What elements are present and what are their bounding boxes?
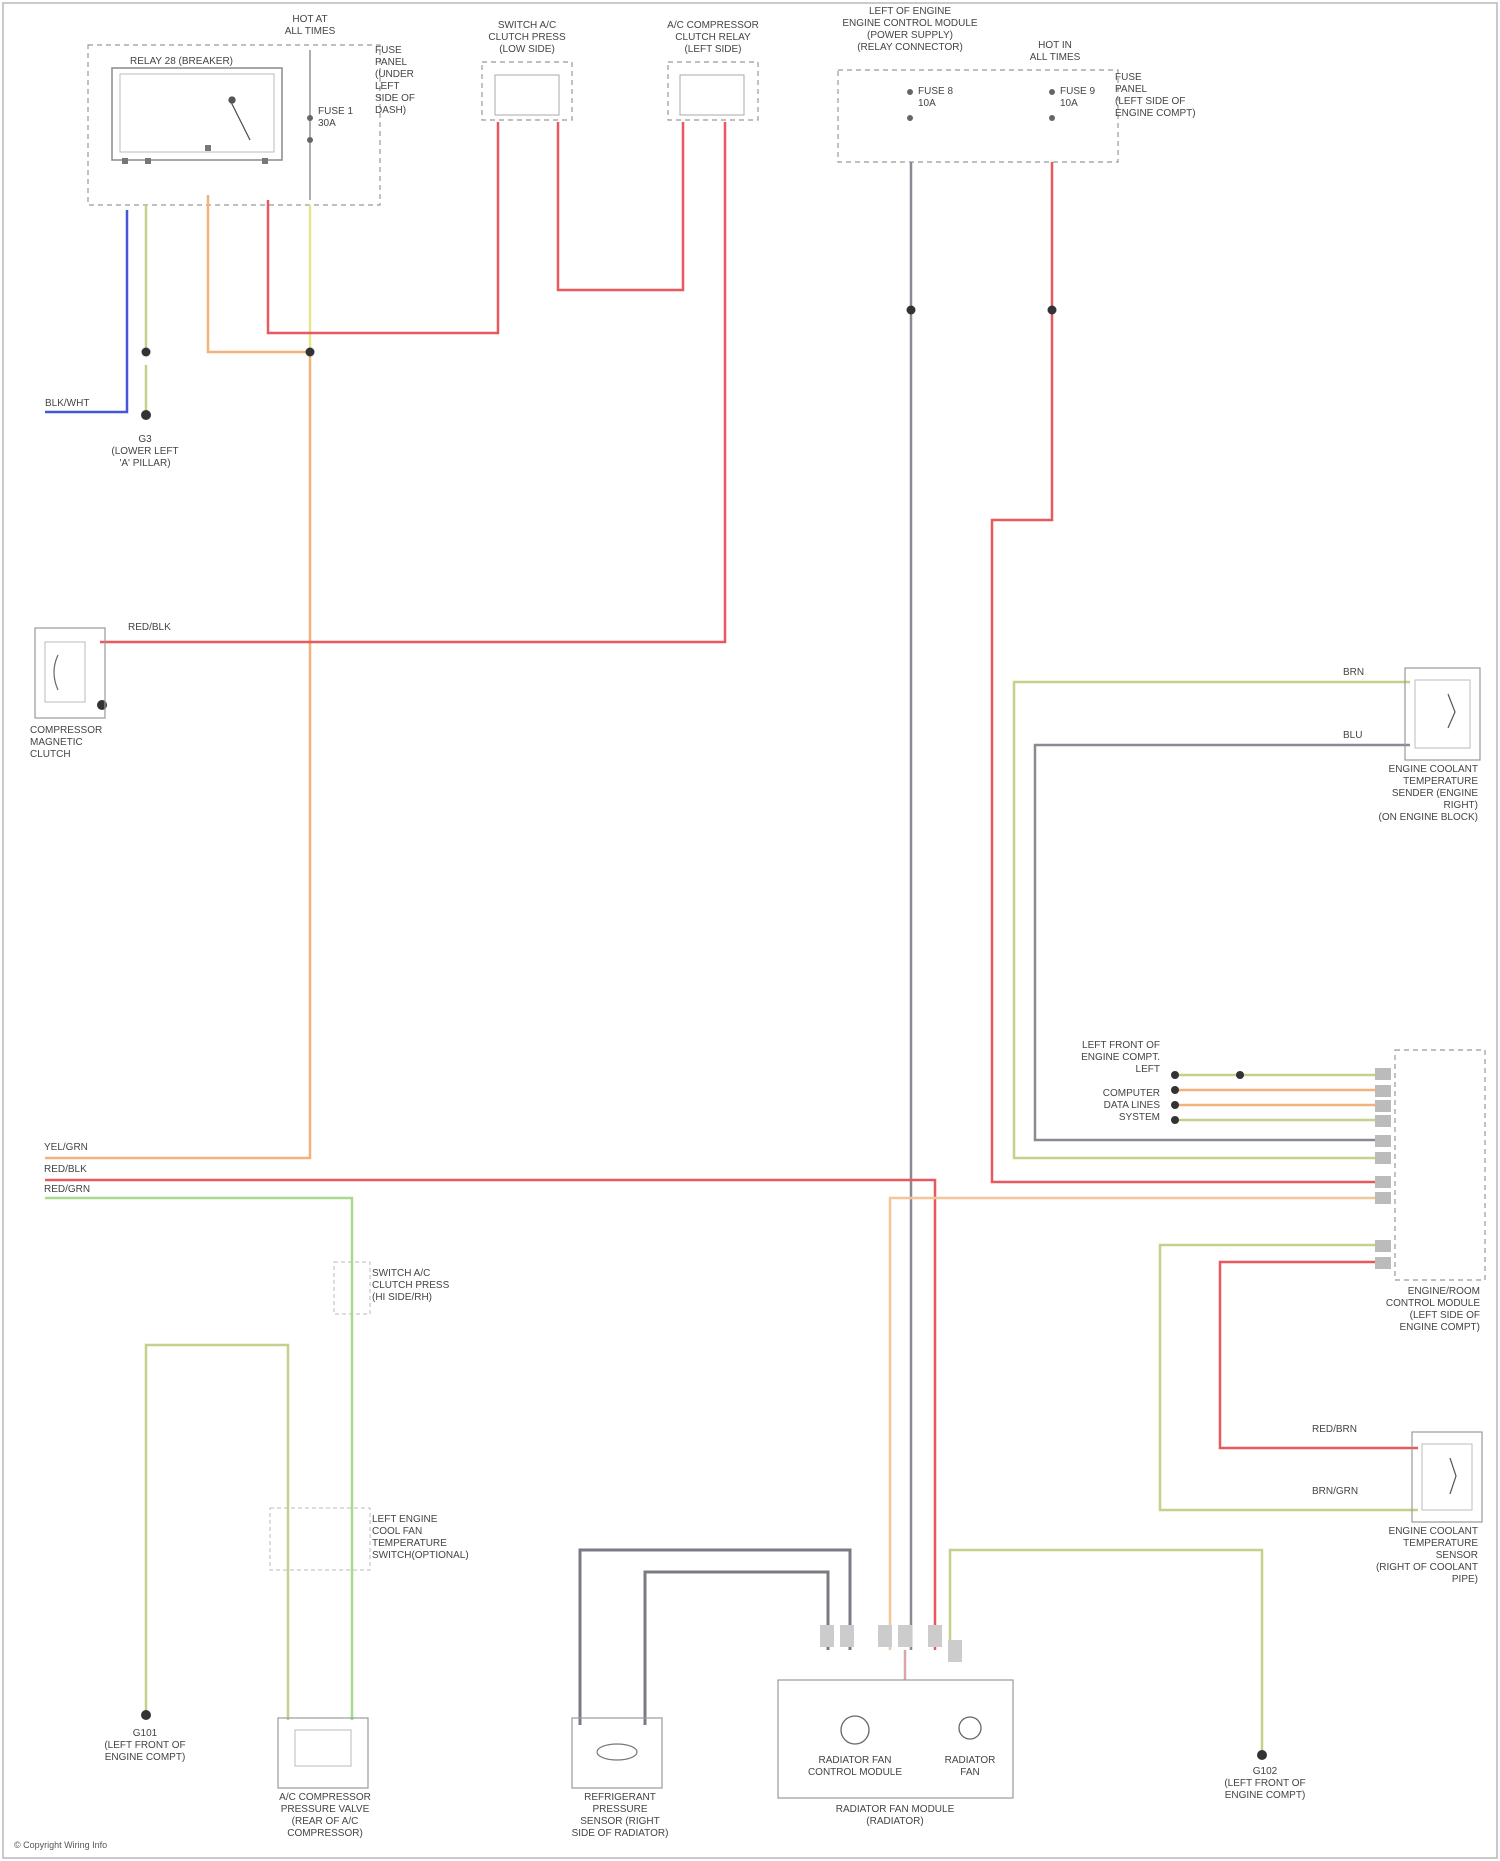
- coolant-low-wire-a: RED/BRN: [1312, 1424, 1357, 1436]
- coolant-top-title: ENGINE COOLANT TEMPERATURE SENDER (ENGIN…: [1300, 764, 1478, 824]
- ground-g101-title: G101 (LEFT FRONT OF ENGINE COMPT): [80, 1728, 210, 1764]
- ecm-title: ENGINE/ROOM CONTROL MODULE (LEFT SIDE OF…: [1330, 1286, 1480, 1334]
- ac-valve-title: A/C COMPRESSOR PRESSURE VALVE (REAR OF A…: [250, 1792, 400, 1840]
- wire-green-left: [45, 1198, 352, 1720]
- coolant-low-wire-b: BRN/GRN: [1312, 1486, 1358, 1498]
- coolant-low-title: ENGINE COOLANT TEMPERATURE SENSOR (RIGHT…: [1330, 1526, 1478, 1586]
- fan-symbol: [959, 1717, 981, 1739]
- ecm-pins: [1375, 1068, 1391, 1269]
- ac-valve-body: [278, 1718, 368, 1788]
- wire-ecm-inputs: [1175, 1075, 1375, 1120]
- relay-box: [112, 68, 282, 160]
- coolant-top-wire-b: BLU: [1343, 730, 1362, 742]
- coolant-sensor-top-body: [1405, 668, 1480, 760]
- left-wire-1: YEL/GRN: [44, 1142, 88, 1154]
- wire-red-top: [100, 122, 725, 642]
- wire-blue: [45, 210, 127, 412]
- ground-top-title: G3 (LOWER LEFT 'A' PILLAR): [95, 434, 195, 470]
- ecm-body: [1395, 1050, 1485, 1280]
- fan-module-fan: RADIATOR FAN: [930, 1755, 1010, 1779]
- engine-fuse-a: FUSE 8 10A: [918, 86, 953, 110]
- fuse-top-fuse-label: FUSE 1 30A: [318, 106, 353, 130]
- pressure-sensor-title: REFRIGERANT PRESSURE SENSOR (RIGHT SIDE …: [540, 1792, 700, 1840]
- ground-g102-title: G102 (LEFT FRONT OF ENGINE COMPT): [1195, 1766, 1335, 1802]
- hot-in-run-title: HOT IN ALL TIMES: [1010, 40, 1100, 64]
- fuse-top-title: HOT AT ALL TIMES: [270, 14, 350, 38]
- left-wire-3: RED/GRN: [44, 1184, 90, 1196]
- fan-module-title: RADIATOR FAN MODULE (RADIATOR): [800, 1804, 990, 1828]
- ac-relay-title: A/C COMPRESSOR CLUTCH RELAY (LEFT SIDE): [628, 20, 798, 56]
- engine-fuse-b: FUSE 9 10A: [1060, 86, 1095, 110]
- wire-olive-right: [1014, 682, 1410, 1158]
- ecm-branch-a: LEFT FRONT OF ENGINE COMPT. LEFT: [1040, 1040, 1160, 1076]
- wire-red-right: [45, 162, 1375, 1650]
- relay-box-title: RELAY 28 (BREAKER): [130, 56, 233, 68]
- page-border: [3, 3, 1497, 1858]
- switch-mid-title: SWITCH A/C CLUTCH PRESS (HI SIDE/RH): [372, 1268, 502, 1304]
- fan-module-pins: [820, 1625, 962, 1662]
- relay-switch-symbol: [229, 97, 250, 140]
- wire-olive-left: [146, 1345, 288, 1720]
- fan-module-body: [778, 1680, 1013, 1798]
- switch-low-body: [270, 1508, 370, 1570]
- engine-fuse-title: LEFT OF ENGINE ENGINE CONTROL MODULE (PO…: [820, 6, 1000, 54]
- left-wire-2: RED/BLK: [44, 1164, 87, 1176]
- compressor-clutch-title: COMPRESSOR MAGNETIC CLUTCH: [30, 725, 140, 761]
- engine-fuse-box: [838, 70, 1118, 162]
- splice-nodes: [97, 306, 1267, 1761]
- relay-pins: [122, 145, 268, 164]
- copyright-footer: © Copyright Wiring Info: [14, 1840, 107, 1850]
- fuse-side-note: FUSE PANEL (LEFT SIDE OF ENGINE COMPT): [1115, 72, 1235, 120]
- ecm-branch-b: COMPUTER DATA LINES SYSTEM: [1040, 1088, 1160, 1124]
- wire-grey-lower: [580, 1550, 850, 1725]
- switch-low-title: LEFT ENGINE COOL FAN TEMPERATURE SWITCH(…: [372, 1514, 502, 1562]
- fuse-top-side-note: FUSE PANEL (UNDER LEFT SIDE OF DASH): [375, 45, 445, 117]
- switch-ac-press-title: SWITCH A/C CLUTCH PRESS (LOW SIDE): [462, 20, 592, 56]
- coolant-top-wire-a: BRN: [1343, 667, 1364, 679]
- wire-orange-ecm: [890, 1198, 1375, 1650]
- fan-motor-symbol: [841, 1716, 869, 1744]
- ground-top-wire-color: BLK/WHT: [45, 398, 89, 410]
- pressure-sensor-body: [572, 1718, 662, 1788]
- fan-module-motor: RADIATOR FAN CONTROL MODULE: [790, 1755, 920, 1779]
- compressor-clutch-wire: RED/BLK: [128, 622, 171, 634]
